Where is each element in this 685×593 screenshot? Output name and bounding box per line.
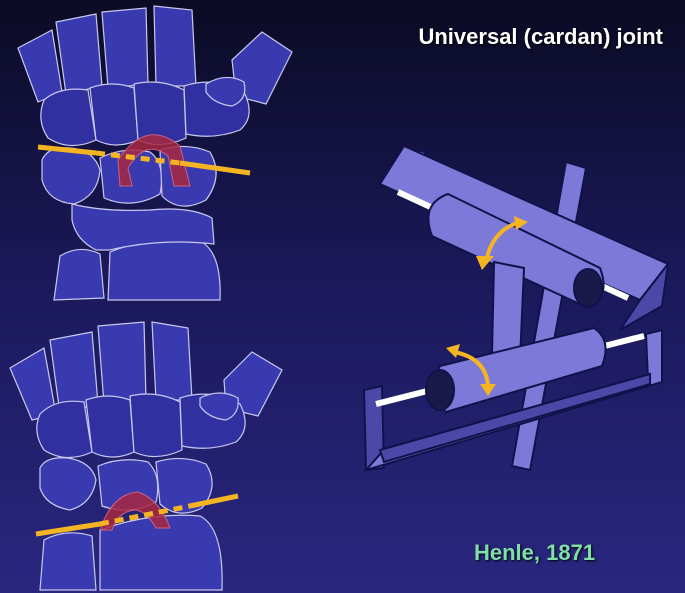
lower-cylinder-end [425,369,455,411]
trapezoid [89,83,139,146]
radius [99,514,223,591]
triquetrum [155,457,213,514]
slide-title: Universal (cardan) joint [418,24,663,49]
lower-frame-left-arm [362,384,386,472]
axis-line-bottom-dashed [99,503,191,527]
axis-line-bottom-solid-right [189,493,239,509]
radius [107,238,221,301]
ulna [39,532,97,591]
pisiform [205,76,246,107]
lower-frame-rail [378,372,651,464]
connector-block [490,260,526,362]
rotation-arrowhead-lower-b [480,384,496,396]
capitate [129,393,183,458]
wrist-top [17,5,293,301]
rotation-arrow-lower [453,350,490,387]
trapezoid [85,395,135,458]
pisiform [199,392,239,421]
trapezium [40,88,97,147]
rotation-arrow-top [117,134,191,187]
rotation-arrowhead-upper-a [476,256,494,270]
axis-line-bottom-solid-left [35,521,101,537]
trapezium [36,400,93,459]
wrist-bottom [9,321,283,591]
metacarpal-2 [55,13,103,95]
credit-citation: Henle, 1871 [474,540,596,565]
rotation-arrow-bottom [99,491,171,531]
metacarpal-4 [151,321,193,401]
ulna [53,248,105,301]
radius-head [71,203,215,251]
rotation-arrowhead-lower-a [446,344,460,358]
cardan-joint [362,144,670,472]
scaphoid [39,457,97,511]
metacarpal-1 [17,29,63,103]
axis-line-top-solid-right [179,160,251,176]
scaphoid [41,147,101,205]
rotation-arrowhead-upper-b [514,216,528,230]
axis-line-top-solid-left [37,144,97,156]
metacarpal-3 [97,321,147,405]
metacarpal-4 [153,5,197,87]
upper-frame-right-arm [619,260,670,331]
metacarpal-3 [101,7,149,89]
upper-cylinder-end [573,268,603,308]
